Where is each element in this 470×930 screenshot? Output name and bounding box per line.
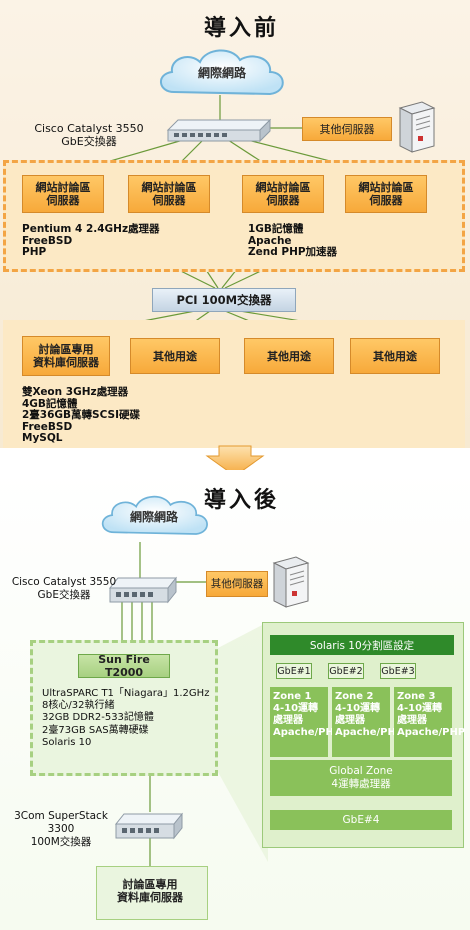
box-line: 網站討論區: [255, 181, 311, 194]
spec-line: MySQL: [22, 432, 63, 444]
before-internet-label: 網際網路: [197, 66, 246, 80]
spec-line: 2臺36GB萬轉SCSI硬碟: [22, 409, 140, 421]
before-switch-label: Cisco Catalyst 3550 GbE交換器: [6, 122, 172, 148]
spec-line: FreeBSD: [22, 234, 73, 247]
db-server-box: 討論區專用資料庫伺服器: [108, 872, 192, 910]
web-server-box-4: 網站討論區伺服器: [345, 175, 427, 213]
zone-line: 4-10運轉: [273, 703, 319, 714]
cloud-icon: [101, 495, 208, 535]
after-internet-label: 網際網路: [129, 510, 178, 524]
switch-model: Cisco Catalyst 3550: [11, 576, 117, 588]
box-line: 討論區專用: [38, 343, 94, 356]
box-line: 伺服器: [152, 194, 186, 207]
zone-line: Zone 1: [273, 691, 312, 702]
zone-line: 處理器: [273, 715, 303, 726]
box-line: 伺服器: [369, 194, 403, 207]
zone-1: Zone 1 4-10運轉 處理器 Apache/PHP: [270, 687, 342, 757]
spec-line: UltraSPARC T1「Niagara」1.2GHz: [42, 688, 210, 699]
global-zone: Global Zone 4運轉處理器: [270, 760, 452, 796]
spec-line: FreeBSD: [22, 420, 73, 433]
web-server-box-2: 網站討論區伺服器: [128, 175, 210, 213]
box-line: 討論區專用: [122, 878, 178, 891]
box-line: 伺服器: [266, 194, 300, 207]
spec-line: Apache: [248, 234, 292, 247]
web-server-box-1: 網站討論區伺服器: [22, 175, 104, 213]
zone-line: Zone 3: [397, 691, 436, 702]
after-connection-lines: [121, 542, 268, 868]
before-title: 導入前: [204, 16, 280, 41]
switch-icon: [166, 118, 272, 143]
gbe-port-4: GbE#4: [270, 810, 452, 830]
zone-line: 4-10運轉: [397, 703, 443, 714]
zone-line: Apache/PHP: [335, 727, 404, 738]
switch-type: GbE交換器: [61, 135, 117, 148]
other-use-box-3: 其他用途: [350, 338, 440, 374]
cloud-icon: [160, 49, 284, 96]
spec-line: 2臺73GB SAS萬轉硬碟: [42, 724, 149, 736]
sun-fire-specs: UltraSPARC T1「Niagara」1.2GHz 8核心/32執行緒 3…: [42, 688, 209, 749]
zone-line: 處理器: [335, 715, 365, 726]
gbe-port-1: GbE#1: [276, 663, 312, 679]
switch-type: GbE交換器: [37, 589, 91, 601]
gbe-port-3: GbE#3: [380, 663, 416, 679]
spec-line: Zend PHP加速器: [248, 246, 338, 258]
down-arrow-icon: [205, 445, 265, 477]
spec-line: 8核心/32執行緒: [42, 700, 115, 712]
server-tower-icon: [398, 101, 436, 153]
server-tower-icon: [272, 556, 310, 608]
box-line: 伺服器: [46, 194, 80, 207]
zone-3: Zone 3 4-10運轉 處理器 Apache/PHP: [394, 687, 466, 757]
zone-line: Zone 2: [335, 691, 374, 702]
global-zone-title: Global Zone: [329, 765, 393, 777]
switch-icon: [108, 576, 178, 604]
zone-line: Apache/PHP: [397, 727, 466, 738]
spec-line: Solaris 10: [42, 736, 92, 748]
global-zone-cpus: 4運轉處理器: [331, 778, 391, 790]
zone-line: 處理器: [397, 715, 427, 726]
box-line: 資料庫伺服器: [33, 356, 99, 369]
gbe-port-2: GbE#2: [328, 663, 364, 679]
after-other-server-box: 其他伺服器: [206, 571, 268, 597]
switch-type: 100M交換器: [30, 836, 92, 848]
sun-fire-box: Sun Fire T2000: [78, 653, 170, 679]
before-other-server-box: 其他伺服器: [302, 117, 392, 141]
spec-line: 1GB記憶體: [248, 223, 304, 235]
switch-model: 3Com SuperStack 3300: [14, 810, 108, 835]
box-line: 網站討論區: [141, 181, 197, 194]
pci-switch-box: PCI 100M交換器: [152, 288, 296, 312]
db-server-box: 討論區專用資料庫伺服器: [22, 336, 110, 376]
switch2-label: 3Com SuperStack 3300 100M交換器: [2, 810, 120, 849]
box-line: 網站討論區: [358, 181, 414, 194]
switch-model: Cisco Catalyst 3550: [34, 122, 144, 135]
web-specs-left: Pentium 4 2.4GHz處理器 FreeBSD PHP: [22, 223, 160, 259]
spec-line: 4GB記憶體: [22, 397, 78, 410]
solaris-panel-title: Solaris 10分割區設定: [270, 635, 454, 655]
zone-line: 4-10運轉: [335, 703, 381, 714]
spec-line: 32GB DDR2-533記憶體: [42, 712, 154, 724]
switch-icon: [114, 812, 184, 840]
zone-2: Zone 2 4-10運轉 處理器 Apache/PHP: [332, 687, 404, 757]
box-line: 網站討論區: [35, 181, 91, 194]
web-specs-right: 1GB記憶體 Apache Zend PHP加速器: [248, 223, 338, 259]
other-use-box-1: 其他用途: [130, 338, 220, 374]
zone-line: Apache/PHP: [273, 727, 342, 738]
spec-line: Pentium 4 2.4GHz處理器: [22, 223, 160, 235]
other-use-box-2: 其他用途: [244, 338, 334, 374]
db-specs: 雙Xeon 3GHz處理器 4GB記憶體 2臺36GB萬轉SCSI硬碟 Free…: [22, 386, 140, 445]
box-line: 資料庫伺服器: [117, 891, 183, 904]
spec-line: 雙Xeon 3GHz處理器: [22, 386, 129, 398]
after-title: 導入後: [204, 488, 280, 513]
after-switch-label: Cisco Catalyst 3550 GbE交換器: [4, 576, 124, 602]
spec-line: PHP: [22, 246, 47, 258]
web-server-box-3: 網站討論區伺服器: [242, 175, 324, 213]
